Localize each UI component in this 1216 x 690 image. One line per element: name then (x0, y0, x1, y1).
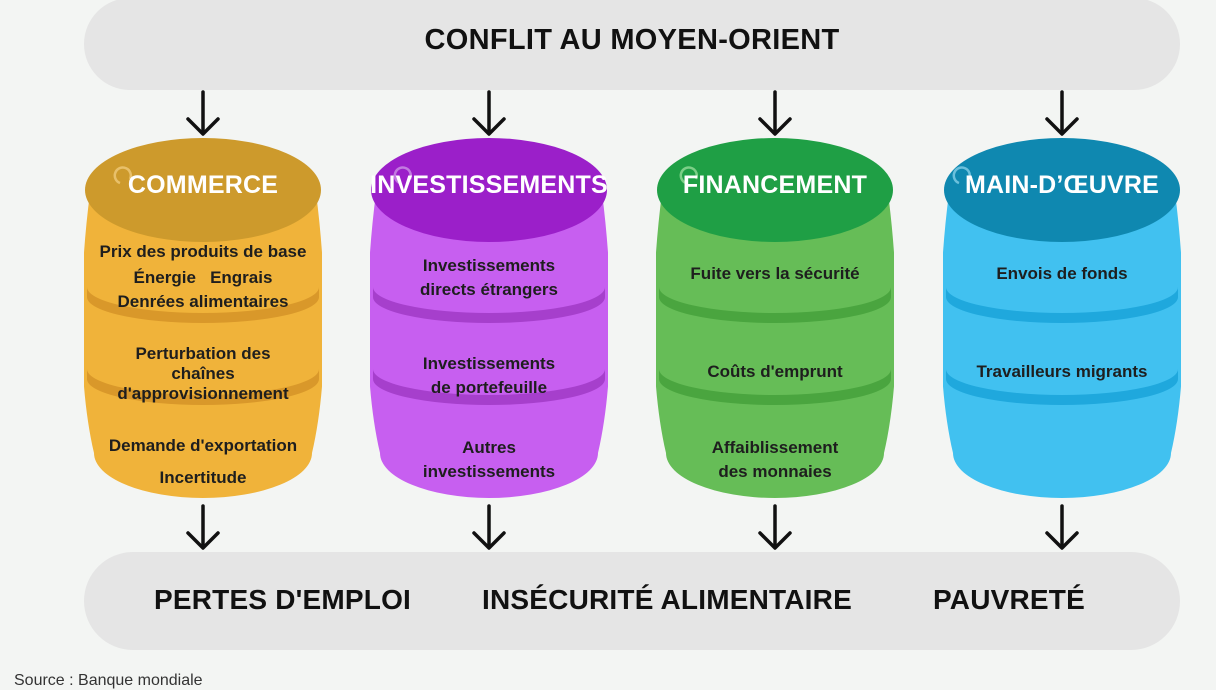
barrel-item: Denrées alimentaires (117, 292, 289, 311)
barrel-item: Investissements (422, 354, 556, 373)
barrel-financement-shape (656, 138, 894, 498)
barrel-title: MAIN-D’ŒUVRE (964, 171, 1160, 199)
outcome-label: PERTES D'EMPLOI (154, 584, 412, 615)
barrel-commerce: COMMERCE Prix des produits de base Énerg… (84, 135, 322, 503)
barrel-item: Incertitude (159, 468, 247, 487)
arrow-down-icon (472, 504, 506, 550)
barrel-item: Investissements (422, 256, 556, 275)
outcomes-banner: PERTES D'EMPLOI INSÉCURITÉ ALIMENTAIRE P… (84, 552, 1180, 650)
barrel-main-doeuvre: MAIN-D’ŒUVRE Envois de fonds Travailleur… (943, 135, 1181, 503)
barrel-investissements: INVESTISSEMENTS Investissements directs … (370, 135, 608, 503)
arrow-down-icon (758, 504, 792, 550)
outcome-label: INSÉCURITÉ ALIMENTAIRE (482, 584, 852, 615)
barrel-item: de portefeuille (430, 378, 548, 397)
barrel-main-doeuvre-shape (943, 138, 1181, 498)
barrel-item: chaînes (171, 364, 235, 383)
header-banner: CONFLIT AU MOYEN-ORIENT (84, 0, 1180, 90)
barrel-commerce-shape (84, 138, 322, 498)
barrel-item: investissements (422, 462, 556, 481)
arrow-down-icon (1045, 90, 1079, 136)
barrel-title: COMMERCE (127, 171, 279, 199)
source-note: Source : Banque mondiale (14, 672, 203, 689)
barrel-item: Autres (462, 438, 516, 457)
arrow-down-icon (1045, 504, 1079, 550)
barrel-item: des monnaies (718, 462, 832, 481)
barrel-item: d'approvisionnement (117, 384, 289, 403)
barrel-item: Envois de fonds (996, 264, 1128, 283)
arrow-down-icon (758, 90, 792, 136)
barrel-item: Coûts d'emprunt (707, 362, 843, 381)
barrel-investissements-shape (370, 138, 608, 498)
barrel-financement: FINANCEMENT Fuite vers la sécurité Coûts… (656, 135, 894, 503)
barrel-item: Fuite vers la sécurité (690, 264, 860, 283)
barrel-item: Affaiblissement (711, 438, 839, 457)
arrow-down-icon (186, 504, 220, 550)
diagram-title: CONFLIT AU MOYEN-ORIENT (424, 24, 840, 56)
barrel-item: Travailleurs migrants (976, 362, 1148, 381)
barrel-item: directs étrangers (420, 280, 558, 299)
barrel-item: Perturbation des (135, 344, 271, 363)
barrel-item: Prix des produits de base (99, 242, 307, 261)
barrel-item: Énergie Engrais (133, 268, 273, 287)
arrow-down-icon (186, 90, 220, 136)
barrel-title: FINANCEMENT (682, 171, 868, 199)
barrel-title: INVESTISSEMENTS (370, 171, 608, 199)
outcome-label: PAUVRETÉ (933, 584, 1085, 615)
barrel-item: Demande d'exportation (108, 436, 298, 455)
arrow-down-icon (472, 90, 506, 136)
